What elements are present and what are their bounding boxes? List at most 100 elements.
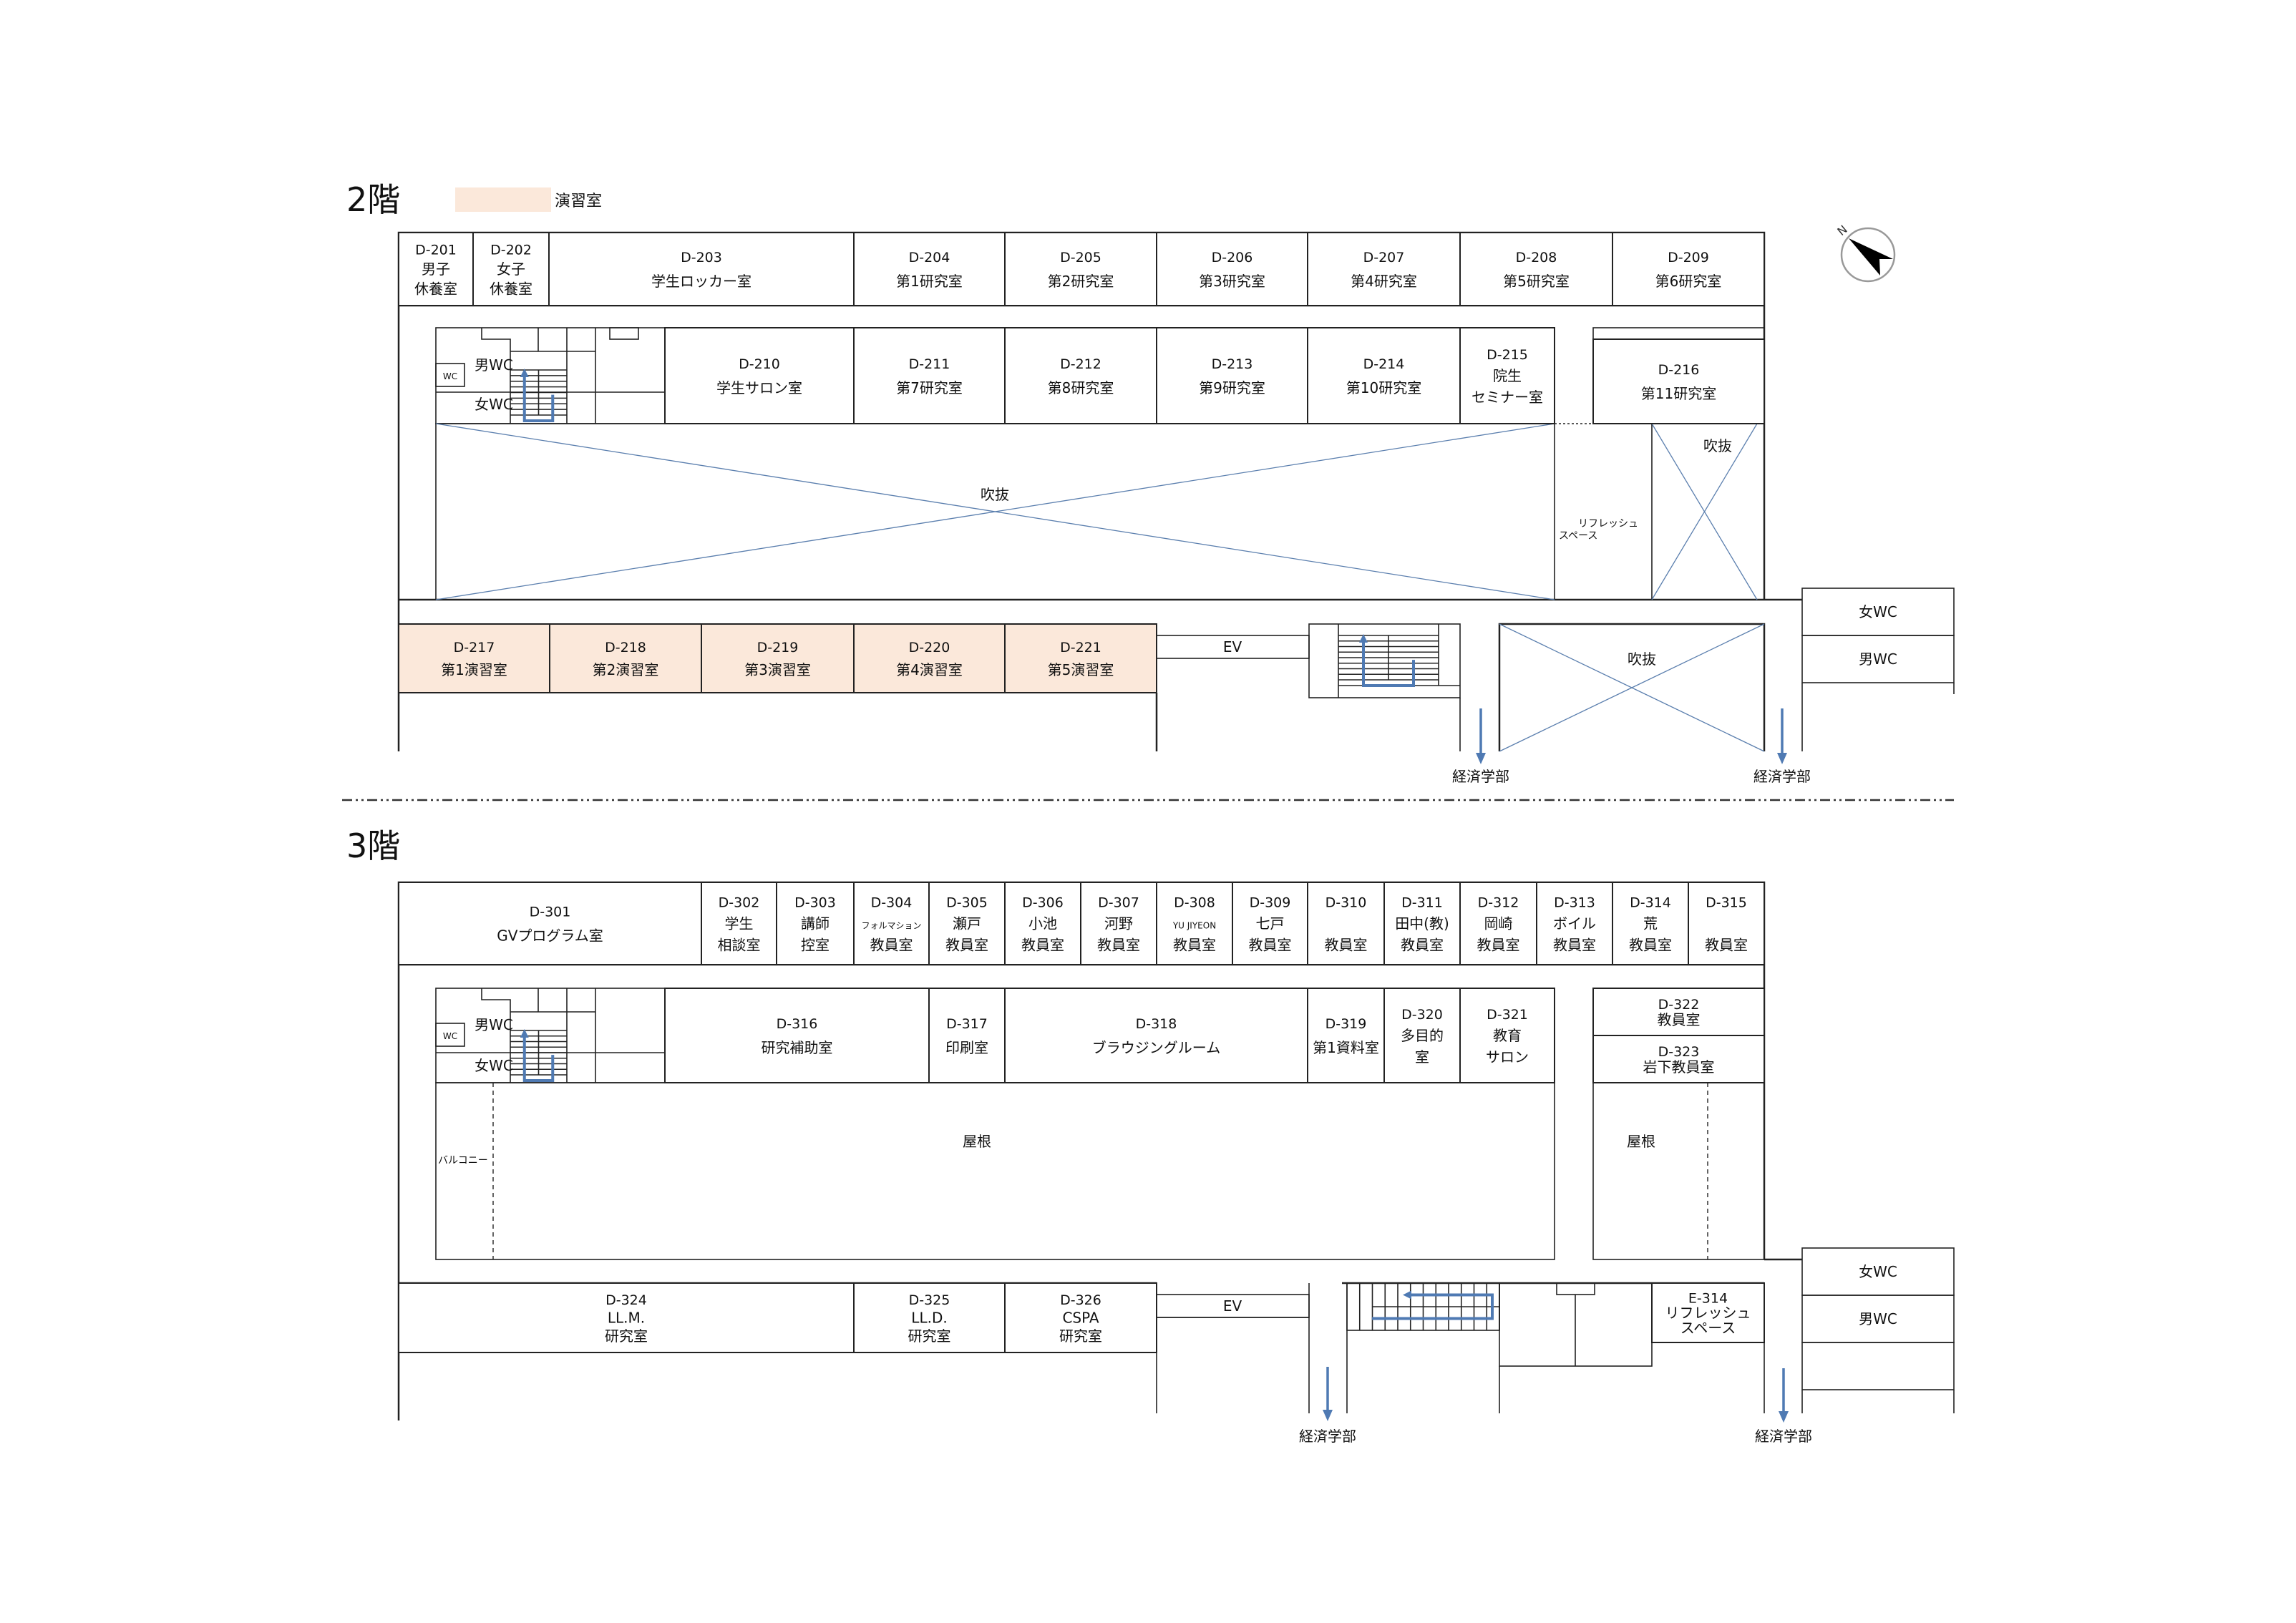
room-d209[interactable]: D-209 第6研究室 bbox=[1612, 232, 1765, 306]
stairs-icon bbox=[1346, 1283, 1500, 1330]
room-name: ブラウジングルーム bbox=[1092, 1039, 1220, 1056]
refresh-space-label-2: スペース bbox=[1559, 530, 1597, 542]
room-code: D-308 bbox=[1174, 895, 1215, 911]
room-name: 第10研究室 bbox=[1346, 379, 1421, 396]
floor2-title: 2階 bbox=[346, 180, 400, 219]
room-name: 研究室 bbox=[1059, 1327, 1102, 1345]
room-code: E-314 bbox=[1688, 1291, 1728, 1307]
room-code: D-217 bbox=[454, 640, 495, 655]
atrium-right-label: 吹抜 bbox=[1703, 437, 1732, 454]
room-code: D-316 bbox=[777, 1016, 818, 1032]
room-code: D-216 bbox=[1658, 362, 1700, 378]
room-code: D-212 bbox=[1060, 356, 1101, 372]
stairs-icon bbox=[510, 1029, 567, 1082]
exit-economics-right: 経済学部 bbox=[1755, 1428, 1812, 1445]
room-name: 教員室 bbox=[1553, 937, 1596, 954]
room-outline bbox=[1592, 338, 1765, 424]
room-outline bbox=[853, 327, 1006, 424]
room-code: D-209 bbox=[1668, 250, 1709, 265]
room-name: 第1研究室 bbox=[896, 273, 963, 290]
room-code: D-317 bbox=[946, 1016, 988, 1032]
room-code: D-202 bbox=[490, 243, 532, 258]
room-outline bbox=[1004, 623, 1157, 693]
room-code: D-219 bbox=[757, 640, 799, 655]
room-outline bbox=[1156, 327, 1308, 424]
room-outline bbox=[1592, 1035, 1765, 1083]
room-outline bbox=[853, 623, 1006, 693]
room-name: CSPA bbox=[1062, 1310, 1099, 1327]
exit-economics-right: 経済学部 bbox=[1753, 768, 1811, 785]
room-code: D-319 bbox=[1325, 1016, 1367, 1032]
room-name: 院生 bbox=[1493, 367, 1522, 384]
room-code: D-309 bbox=[1250, 895, 1291, 911]
room-outline bbox=[1459, 327, 1555, 424]
room-name: 教員室 bbox=[1477, 937, 1520, 954]
room-outline bbox=[398, 623, 550, 693]
room-outline bbox=[1459, 988, 1555, 1083]
room-outline bbox=[1004, 327, 1157, 424]
room-outline bbox=[928, 988, 1006, 1083]
east-men-wc-label: 男WC bbox=[1859, 650, 1897, 668]
room-code: D-220 bbox=[909, 640, 950, 655]
room-outline bbox=[701, 623, 855, 693]
room-outline bbox=[398, 1282, 855, 1353]
room-name: 第3研究室 bbox=[1199, 273, 1265, 290]
room-occupant: ボイル bbox=[1553, 915, 1596, 932]
room-name: 学生ロッカー室 bbox=[651, 273, 751, 290]
room-code: D-302 bbox=[719, 895, 760, 911]
compass-label: N bbox=[1834, 223, 1849, 238]
room-name: 第6研究室 bbox=[1655, 273, 1722, 290]
room-name: 第5研究室 bbox=[1503, 273, 1570, 290]
stairs-icon bbox=[1338, 634, 1439, 687]
room-outline bbox=[1459, 882, 1537, 965]
room-outline bbox=[548, 232, 855, 306]
